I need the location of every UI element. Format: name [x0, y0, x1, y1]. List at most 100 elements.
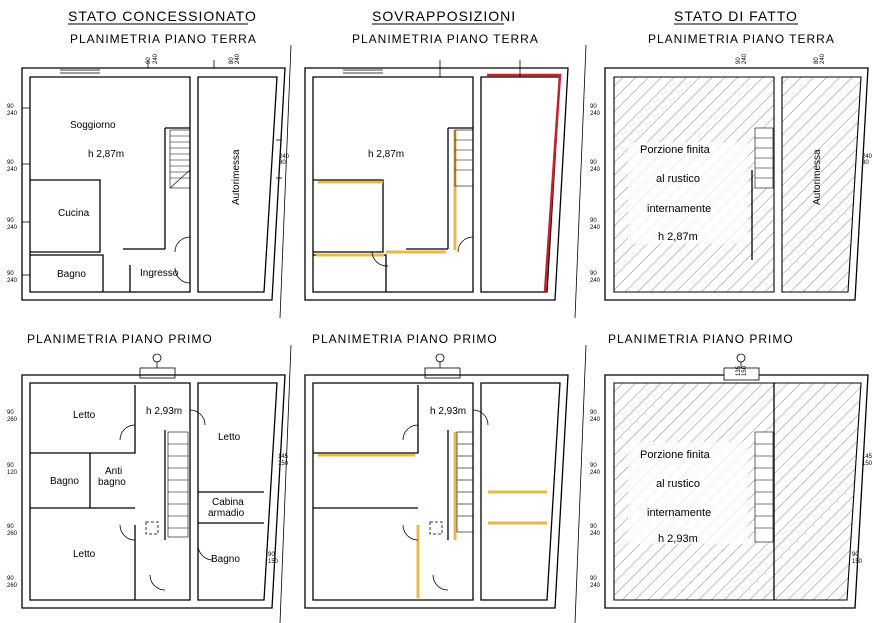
- door-arc: [174, 267, 191, 284]
- rustico-line1: Porzione finita: [640, 144, 711, 156]
- svg-text:240: 240: [590, 417, 601, 423]
- room-label-bagno: Bagno: [50, 476, 79, 487]
- left-windows: [22, 107, 282, 276]
- plan-title-first-right: PLANIMETRIA PIANO PRIMO: [608, 332, 794, 346]
- svg-text:240: 240: [862, 154, 873, 160]
- svg-text:90: 90: [590, 218, 597, 224]
- svg-text:240: 240: [590, 225, 601, 231]
- room-label-letto: Letto: [73, 549, 96, 560]
- svg-text:90: 90: [736, 57, 742, 64]
- svg-text:240: 240: [7, 167, 18, 173]
- room-label-autorimessa: Autorimessa: [812, 149, 823, 205]
- svg-text:240: 240: [590, 531, 601, 537]
- sheet-divider: [279, 344, 292, 623]
- rustico-line1: Porzione finita: [640, 449, 711, 461]
- svg-text:260: 260: [7, 417, 18, 423]
- height-label: h 2,87m: [88, 149, 124, 160]
- svg-text:90: 90: [7, 218, 14, 224]
- first-plan-stato-di-fatto: Porzione finita al rustico internamente …: [590, 353, 873, 609]
- svg-text:80: 80: [229, 57, 235, 64]
- plan-title-ground-middle: PLANIMETRIA PIANO TERRA: [352, 32, 539, 46]
- height-label: h 2,87m: [368, 149, 404, 160]
- svg-text:240: 240: [590, 583, 601, 589]
- overlay-yellow: [318, 432, 547, 598]
- room-label-bagno: Bagno: [57, 269, 86, 280]
- svg-text:150: 150: [742, 365, 748, 376]
- first-plan-sovrapposizioni: h 2,93m: [304, 353, 569, 609]
- svg-text:240: 240: [279, 154, 290, 160]
- svg-text:90: 90: [7, 576, 14, 582]
- height-label: h 2,87m: [658, 231, 698, 243]
- room-label-bagno: Bagno: [211, 554, 240, 565]
- rustico-line3: internamente: [647, 203, 711, 215]
- room-label-cucina: Cucina: [58, 208, 90, 219]
- svg-text:80: 80: [814, 57, 820, 64]
- room-label-ingresso: Ingresso: [140, 268, 179, 279]
- svg-text:150: 150: [268, 559, 279, 565]
- svg-text:240: 240: [235, 53, 241, 64]
- svg-text:240: 240: [7, 225, 18, 231]
- svg-text:90: 90: [590, 524, 597, 530]
- svg-text:150: 150: [862, 461, 873, 467]
- header-sovrapposizioni: SOVRAPPOSIZIONI: [372, 8, 516, 24]
- header-stato-di-fatto: STATO DI FATTO: [674, 8, 798, 24]
- room-label-soggiorno: Soggiorno: [70, 120, 116, 131]
- svg-text:90: 90: [590, 271, 597, 277]
- svg-text:150: 150: [278, 461, 289, 467]
- svg-text:90: 90: [7, 410, 14, 416]
- height-label: h 2,93m: [658, 533, 698, 545]
- height-label: h 2,93m: [430, 406, 466, 417]
- svg-text:240: 240: [820, 53, 826, 64]
- svg-text:135: 135: [736, 365, 742, 376]
- svg-text:90: 90: [590, 576, 597, 582]
- svg-text:80: 80: [279, 160, 286, 166]
- kitchen-walls: [30, 179, 101, 253]
- svg-text:90: 90: [590, 104, 597, 110]
- svg-text:90: 90: [7, 104, 14, 110]
- svg-text:90: 90: [7, 463, 14, 469]
- svg-text:240: 240: [7, 278, 18, 284]
- svg-text:120: 120: [7, 470, 18, 476]
- ground-outer-wall: [21, 67, 286, 301]
- room-label-cabina: Cabina: [212, 497, 244, 508]
- sheet-divider: [574, 44, 587, 319]
- svg-text:150: 150: [852, 559, 863, 565]
- stair: [169, 129, 191, 189]
- svg-text:90: 90: [7, 271, 14, 277]
- rustico-line2: al rustico: [656, 173, 700, 185]
- door-arc: [174, 236, 191, 253]
- plan-title-first-left: PLANIMETRIA PIANO PRIMO: [27, 332, 213, 346]
- plan-title-ground-left: PLANIMETRIA PIANO TERRA: [70, 32, 257, 46]
- svg-text:240: 240: [590, 111, 601, 117]
- svg-text:240: 240: [153, 53, 159, 64]
- plan-title-first-middle: PLANIMETRIA PIANO PRIMO: [312, 332, 498, 346]
- rustico-line2: al rustico: [656, 478, 700, 490]
- svg-text:145: 145: [278, 454, 289, 460]
- bathroom-walls: [30, 254, 104, 292]
- svg-text:240: 240: [590, 278, 601, 284]
- svg-text:90: 90: [590, 463, 597, 469]
- svg-text:260: 260: [7, 531, 18, 537]
- room-label-letto: Letto: [73, 410, 96, 421]
- garage-inner-wall: [197, 76, 278, 293]
- sheet-divider: [574, 344, 587, 623]
- room-label-autorimessa: Autorimessa: [231, 149, 242, 205]
- svg-text:90: 90: [146, 57, 152, 64]
- svg-text:240: 240: [742, 53, 748, 64]
- svg-text:145: 145: [862, 454, 873, 460]
- svg-text:90: 90: [590, 410, 597, 416]
- first-plan-concessionato: Letto h 2,93m Letto Bagno Anti bagno Cab…: [7, 353, 289, 609]
- svg-text:90: 90: [590, 160, 597, 166]
- svg-text:80: 80: [862, 160, 869, 166]
- svg-text:90: 90: [7, 524, 14, 530]
- sheet-divider: [279, 44, 292, 319]
- ground-plan-concessionato: Soggiorno h 2,87m Cucina Bagno Ingresso …: [7, 53, 290, 301]
- svg-text:90: 90: [7, 160, 14, 166]
- room-label-letto: Letto: [218, 432, 241, 443]
- svg-text:260: 260: [7, 583, 18, 589]
- svg-text:240: 240: [7, 111, 18, 117]
- room-label-armadio: armadio: [208, 508, 245, 519]
- plan-title-ground-right: PLANIMETRIA PIANO TERRA: [648, 32, 835, 46]
- height-label: h 2,93m: [146, 406, 182, 417]
